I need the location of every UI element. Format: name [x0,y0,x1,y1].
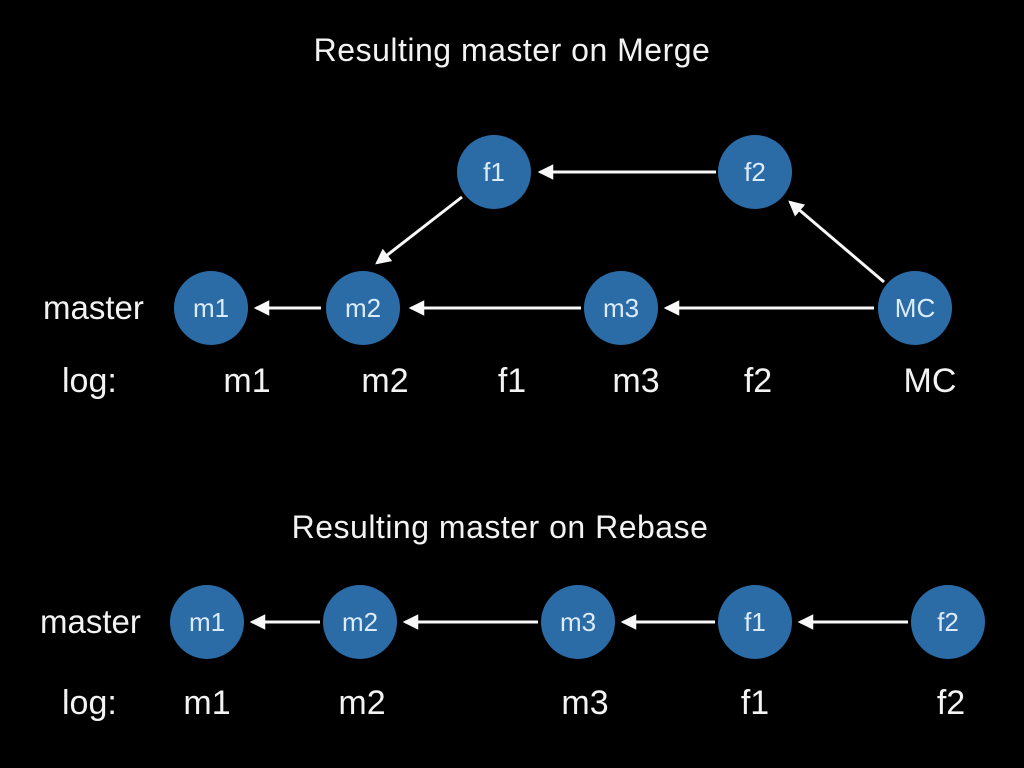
merge-log-entry-m3: m3 [612,362,660,400]
rebase-log-entry-f1: f1 [740,684,770,722]
commit-node-merge-m3: m3 [584,271,658,345]
rebase-log-entry-m3: m3 [561,684,609,722]
commit-node-merge-f1: f1 [457,135,531,209]
merge-master-branch-label: master [43,289,144,326]
rebase-log-entry-m2: m2 [338,684,386,722]
commit-label: MC [894,292,936,323]
commit-label: f1 [744,606,766,637]
merge-log-label: log: [62,362,117,400]
commit-label: m3 [559,606,597,637]
arrow-merge-mc-to-f2 [788,200,885,284]
merge-log-entry-f1: f1 [497,362,527,400]
commit-label: f2 [744,156,766,187]
commit-node-merge-m2: m2 [326,271,400,345]
commit-label: f2 [937,606,959,637]
commit-label: m3 [602,292,640,323]
commit-label: m1 [192,292,230,323]
commit-label: m2 [341,606,379,637]
rebase-log-entry-m1: m1 [183,684,231,722]
arrow-merge-f1-to-m2 [375,195,463,265]
commit-node-rebase-m2: m2 [323,585,397,659]
commit-node-rebase-m3: m3 [541,585,615,659]
commit-node-rebase-f1: f1 [718,585,792,659]
commit-node-rebase-m1: m1 [170,585,244,659]
commit-node-merge-mc: MC [878,271,952,345]
commit-label: m2 [344,292,382,323]
rebase-log-entry-f2: f2 [936,684,966,722]
commit-node-rebase-f2: f2 [911,585,985,659]
rebase-log-label: log: [62,684,117,722]
merge-log-entry-m1: m1 [223,362,271,400]
commit-node-merge-m1: m1 [174,271,248,345]
commit-node-merge-f2: f2 [718,135,792,209]
commit-label: m1 [188,606,226,637]
rebase-section-title: Resulting master on Rebase [291,509,709,545]
commit-label: f1 [483,156,505,187]
rebase-master-branch-label: master [40,603,141,640]
merge-log-entry-m2: m2 [361,362,409,400]
merge-section-title: Resulting master on Merge [313,32,711,68]
merge-log-entry-mc: MC [903,362,957,400]
merge-log-entry-f2: f2 [743,362,773,400]
